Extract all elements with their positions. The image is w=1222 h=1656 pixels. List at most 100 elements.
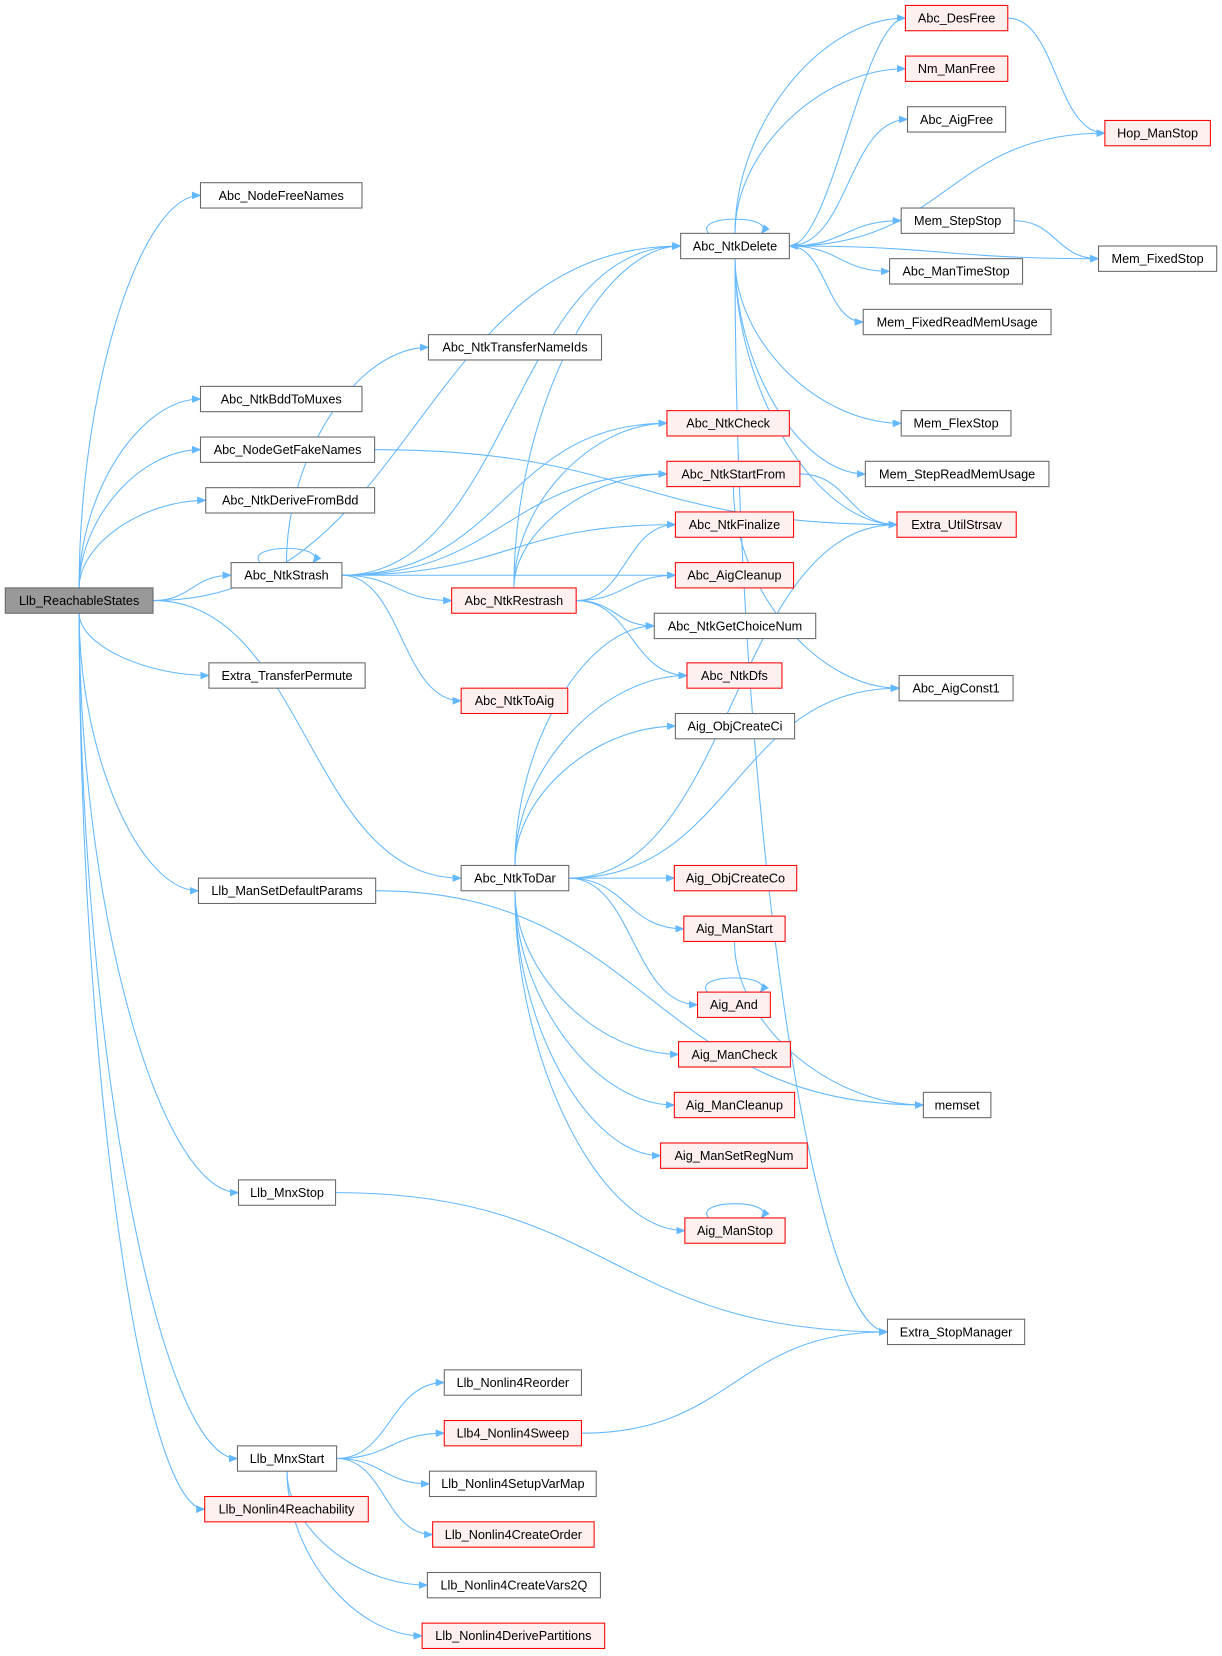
node-label: Abc_NtkGetChoiceNum bbox=[668, 619, 802, 633]
node-stepstop[interactable]: Mem_StepStop bbox=[900, 207, 1015, 234]
node-box bbox=[1104, 119, 1211, 147]
node-varmap[interactable]: Llb_Nonlin4SetupVarMap bbox=[428, 1470, 597, 1498]
node-aigand[interactable]: Aig_And bbox=[697, 991, 771, 1018]
node-stepmem[interactable]: Mem_StepReadMemUsage bbox=[864, 460, 1050, 488]
node-regnum[interactable]: Aig_ManSetRegNum bbox=[660, 1142, 808, 1169]
node-label: Hop_ManStop bbox=[1117, 127, 1198, 141]
edge-ntkdelete-to-stepmem bbox=[734, 258, 867, 478]
edge-ntkdelete-to-flexstop bbox=[734, 258, 903, 428]
node-manstop[interactable]: Aig_ManStop bbox=[684, 1217, 786, 1244]
node-timestop[interactable]: Abc_ManTimeStop bbox=[889, 258, 1024, 285]
node-ntkcheck[interactable]: Abc_NtkCheck bbox=[666, 410, 790, 437]
node-aigfree[interactable]: Abc_AigFree bbox=[907, 106, 1007, 133]
node-choicenum[interactable]: Abc_NtkGetChoiceNum bbox=[653, 612, 817, 640]
node-restrash[interactable]: Abc_NtkRestrash bbox=[451, 587, 577, 614]
node-strsav[interactable]: Extra_UtilStrsav bbox=[896, 511, 1017, 538]
edge-todar-to-manstop bbox=[514, 890, 686, 1235]
node-label: Llb_ManSetDefaultParams bbox=[211, 884, 362, 898]
node-derivebdd[interactable]: Abc_NtkDeriveFromBdd bbox=[205, 487, 376, 514]
node-fixedstop[interactable]: Mem_FixedStop bbox=[1098, 245, 1218, 272]
node-box bbox=[896, 511, 1017, 538]
node-vars2q[interactable]: Llb_Nonlin4CreateVars2Q bbox=[426, 1571, 601, 1599]
node-memset[interactable]: memset bbox=[922, 1091, 992, 1119]
node-box bbox=[697, 991, 771, 1018]
node-fakenames[interactable]: Abc_NodeGetFakeNames bbox=[199, 436, 376, 463]
node-todar[interactable]: Abc_NtkToDar bbox=[460, 864, 570, 892]
edge-mnxstart-to-createorder bbox=[336, 1457, 434, 1539]
node-label: Abc_NtkDelete bbox=[693, 239, 777, 253]
edge-mnxstop-to-stopmgr bbox=[335, 1192, 889, 1336]
node-reach[interactable]: Llb_ReachableStates bbox=[4, 587, 154, 614]
node-hopstop[interactable]: Hop_ManStop bbox=[1104, 119, 1211, 147]
node-box bbox=[660, 1142, 808, 1169]
edge-ntkdelete-to-strsav bbox=[734, 258, 898, 529]
node-finalize[interactable]: Abc_NtkFinalize bbox=[674, 511, 795, 538]
node-toaig[interactable]: Abc_NtkToAig bbox=[460, 687, 569, 715]
node-aigcleanup[interactable]: Abc_AigCleanup bbox=[674, 562, 795, 589]
node-mnxstop[interactable]: Llb_MnxStop bbox=[237, 1179, 337, 1206]
node-box bbox=[208, 662, 366, 689]
node-mancleanup[interactable]: Aig_ManCleanup bbox=[673, 1091, 796, 1119]
node-label: Abc_NtkBddToMuxes bbox=[221, 392, 342, 406]
node-createci[interactable]: Aig_ObjCreateCi bbox=[674, 712, 796, 740]
edge-todar-to-mancleanup bbox=[514, 890, 676, 1109]
node-createorder[interactable]: Llb_Nonlin4CreateOrder bbox=[432, 1521, 595, 1548]
node-box bbox=[864, 460, 1050, 488]
node-n4reach[interactable]: Llb_Nonlin4Reachability bbox=[204, 1495, 369, 1523]
node-defparams[interactable]: Llb_ManSetDefaultParams bbox=[197, 877, 377, 904]
node-label: Abc_NtkCheck bbox=[686, 417, 770, 431]
node-mnxstart[interactable]: Llb_MnxStart bbox=[236, 1445, 338, 1472]
node-flexstop[interactable]: Mem_FlexStop bbox=[900, 410, 1012, 437]
node-bddmux[interactable]: Abc_NtkBddToMuxes bbox=[199, 385, 363, 413]
edge-strash-to-restrash bbox=[341, 574, 453, 605]
node-box bbox=[674, 562, 795, 589]
node-label: Abc_NtkStartFrom bbox=[681, 467, 785, 481]
node-reorder[interactable]: Llb_Nonlin4Reorder bbox=[443, 1369, 582, 1396]
node-desfree[interactable]: Abc_DesFree bbox=[904, 4, 1009, 32]
edge-todar-to-ntkdfs bbox=[514, 671, 688, 866]
node-label: Aig_ObjCreateCo bbox=[686, 872, 785, 886]
edge-aigand-to-aigand bbox=[705, 977, 769, 993]
edge-todar-to-choicenum bbox=[514, 622, 656, 866]
node-createco[interactable]: Aig_ObjCreateCo bbox=[673, 864, 798, 892]
node-partitions[interactable]: Llb_Nonlin4DerivePartitions bbox=[421, 1622, 606, 1649]
node-box bbox=[889, 258, 1024, 285]
edge-manstart-to-memset bbox=[733, 941, 925, 1109]
node-nmfree[interactable]: Nm_ManFree bbox=[904, 55, 1009, 82]
node-manstart[interactable]: Aig_ManStart bbox=[683, 915, 786, 942]
edge-reach-to-nodefree bbox=[78, 191, 202, 588]
node-startfrom[interactable]: Abc_NtkStartFrom bbox=[666, 460, 801, 488]
edge-reach-to-todar bbox=[153, 600, 463, 882]
edge-desfree-to-hopstop bbox=[1007, 17, 1106, 137]
edge-restrash-to-startfrom bbox=[513, 470, 668, 588]
node-strash[interactable]: Abc_NtkStrash bbox=[230, 562, 343, 589]
node-mancheck[interactable]: Aig_ManCheck bbox=[678, 1041, 791, 1068]
node-box bbox=[673, 864, 798, 892]
node-box bbox=[678, 1041, 791, 1068]
node-label: Mem_FixedReadMemUsage bbox=[877, 315, 1038, 329]
node-permute[interactable]: Extra_TransferPermute bbox=[208, 662, 366, 689]
node-box bbox=[673, 1091, 796, 1119]
node-label: Abc_DesFree bbox=[918, 11, 995, 25]
edge-ntkdelete-to-hopstop bbox=[789, 129, 1106, 247]
node-ntkdfs[interactable]: Abc_NtkDfs bbox=[686, 662, 783, 689]
node-box bbox=[674, 511, 795, 538]
node-box bbox=[443, 1369, 582, 1396]
node-box bbox=[684, 1217, 786, 1244]
node-ntkdelete[interactable]: Abc_NtkDelete bbox=[680, 232, 790, 260]
node-box bbox=[421, 1622, 606, 1649]
edge-ntkdelete-to-stopmgr bbox=[734, 258, 889, 1336]
edge-restrash-to-ntkdfs bbox=[576, 600, 688, 680]
node-label: Abc_ManTimeStop bbox=[902, 265, 1009, 279]
node-stopmgr[interactable]: Extra_StopManager bbox=[886, 1318, 1026, 1346]
node-box bbox=[197, 877, 377, 904]
node-sweep[interactable]: Llb4_Nonlin4Sweep bbox=[443, 1420, 582, 1447]
node-box bbox=[674, 712, 796, 740]
node-label: Abc_NtkToAig bbox=[475, 694, 555, 708]
node-fixedmem[interactable]: Mem_FixedReadMemUsage bbox=[862, 308, 1052, 336]
node-box bbox=[886, 1318, 1026, 1346]
node-transids[interactable]: Abc_NtkTransferNameIds bbox=[427, 334, 603, 361]
node-const1[interactable]: Abc_AigConst1 bbox=[898, 674, 1014, 702]
node-nodefree[interactable]: Abc_NodeFreeNames bbox=[199, 182, 363, 209]
node-box bbox=[199, 182, 363, 209]
